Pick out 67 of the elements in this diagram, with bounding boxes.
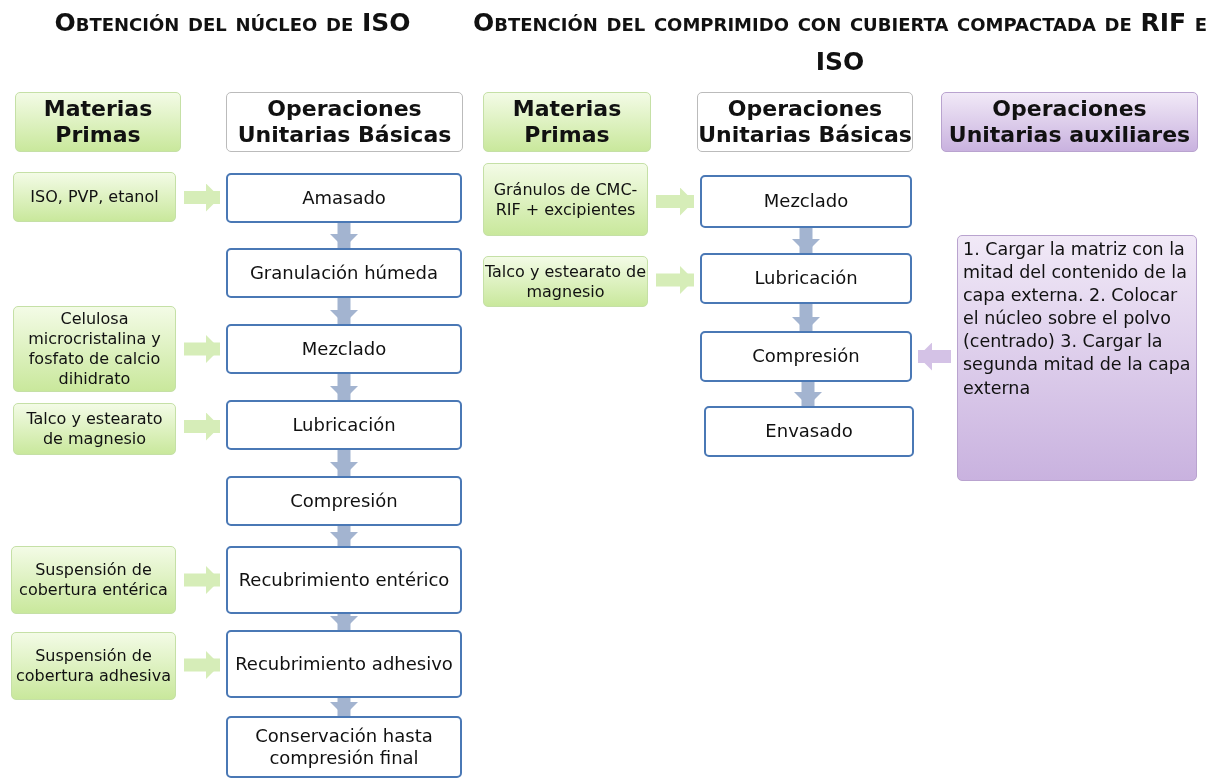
- block-arrow: [792, 304, 820, 331]
- material-box: [13, 403, 176, 455]
- box-label: Conservación hasta compresión final: [254, 724, 434, 770]
- box-label: Materias Primas: [42, 95, 154, 149]
- process-box: [700, 253, 912, 304]
- column-header: [483, 92, 651, 152]
- process-box: [226, 400, 462, 450]
- block-arrow: [184, 566, 220, 594]
- box-label: Gránulos de CMC-RIF + excipientes: [492, 179, 639, 220]
- block-arrow: [330, 298, 358, 324]
- box-label: Operaciones Unitarias Básicas: [698, 95, 912, 149]
- process-box: [226, 248, 462, 298]
- block-arrow: [330, 450, 358, 476]
- box-label: Recubrimiento entérico: [238, 568, 450, 592]
- block-arrow: [918, 342, 951, 371]
- box-label: Envasado: [765, 420, 853, 443]
- box-label: Granulación húmeda: [249, 261, 439, 285]
- block-arrow: [330, 223, 358, 248]
- process-box: [226, 546, 462, 614]
- material-box: [483, 163, 648, 236]
- process-box: [226, 716, 462, 778]
- box-label: Materias Primas: [511, 95, 623, 149]
- heading: Obtención del núcleo de ISO: [53, 7, 412, 39]
- process-box: [226, 173, 462, 223]
- block-arrow: [184, 335, 220, 363]
- block-arrow: [184, 651, 220, 679]
- box-label: Suspensión de cobertura adhesiva: [14, 646, 172, 686]
- block-arrow: [330, 526, 358, 546]
- box-label: Operaciones Unitarias Básicas: [236, 95, 453, 149]
- box-label: Lubricación: [292, 413, 396, 437]
- process-box: [226, 476, 462, 526]
- box-label: Talco y estearato de magnesio: [484, 261, 647, 302]
- block-arrow: [184, 183, 220, 212]
- auxiliary-box: [957, 235, 1197, 481]
- column-header: [226, 92, 463, 152]
- material-box: [13, 306, 176, 392]
- box-label: 1. Cargar la matriz con la mitad del contenido de la capa externa. 2. Colocar el núcleo sobre el polvo (centrado) 3. Cargar la segunda mitad de la capa externa: [963, 238, 1191, 400]
- box-label: Compresión: [290, 489, 398, 513]
- material-box: [11, 546, 176, 614]
- process-box: [700, 175, 912, 228]
- process-box: [226, 324, 462, 374]
- block-arrow: [794, 382, 822, 406]
- box-label: Celulosa microcristalina y fosfato de calcio dihidrato: [27, 309, 162, 389]
- block-arrow: [656, 266, 694, 294]
- box-label: Compresión: [752, 345, 860, 368]
- process-box: [704, 406, 914, 457]
- block-arrow: [330, 614, 358, 630]
- block-arrow: [792, 228, 820, 253]
- box-label: Operaciones Unitarias auxiliares: [947, 95, 1192, 149]
- block-arrow: [330, 374, 358, 400]
- column-header: [15, 92, 181, 152]
- box-label: Mezclado: [301, 337, 387, 361]
- block-arrow: [184, 412, 220, 441]
- block-arrow: [330, 698, 358, 716]
- box-label: Recubrimiento adhesivo: [235, 652, 453, 676]
- heading: Obtención del comprimido con cubierta compactada de RIF e ISO: [471, 7, 1209, 78]
- material-box: [11, 632, 176, 700]
- process-box: [700, 331, 912, 382]
- box-label: ISO, PVP, etanol: [30, 187, 159, 207]
- box-label: Amasado: [302, 186, 386, 210]
- box-label: Suspensión de cobertura entérica: [18, 560, 169, 600]
- box-label: Mezclado: [763, 190, 849, 213]
- box-label: Lubricación: [754, 267, 858, 290]
- material-box: [13, 172, 176, 222]
- block-arrow: [656, 187, 694, 216]
- process-box: [226, 630, 462, 698]
- box-label: Talco y estearato de magnesio: [25, 409, 164, 449]
